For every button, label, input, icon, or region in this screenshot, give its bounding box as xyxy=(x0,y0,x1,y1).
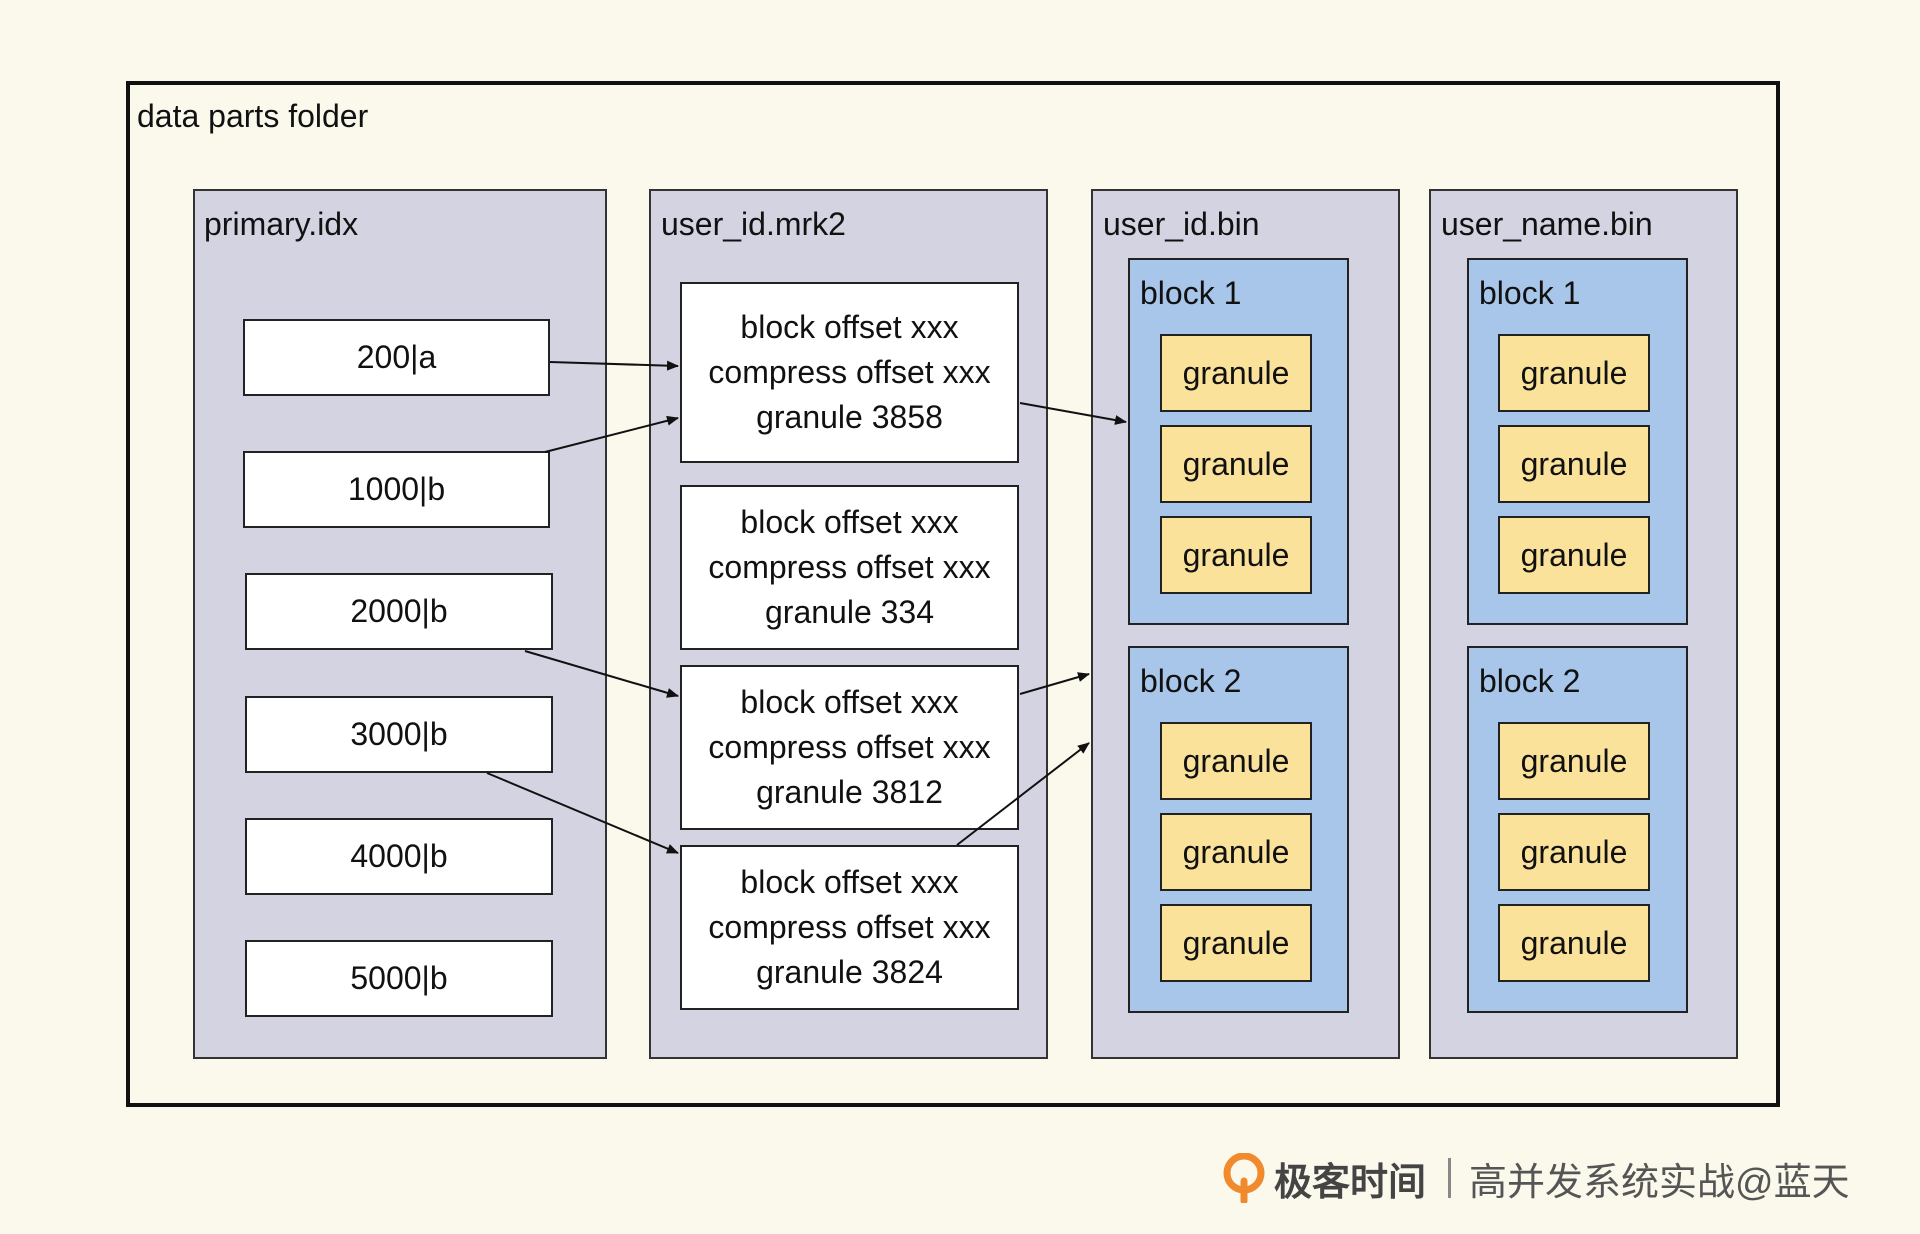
footer-brand: 极客时间 xyxy=(1274,1161,1427,1204)
user-id-mrk2-title: user_id.mrk2 xyxy=(661,206,846,242)
user-name-bin-title: user_name.bin xyxy=(1441,206,1653,242)
mark-compress-offset: compress offset xxx xyxy=(708,909,991,945)
granule: granule xyxy=(1498,722,1650,800)
granule: granule xyxy=(1498,516,1650,594)
granule: granule xyxy=(1160,334,1312,412)
mark-compress-offset: compress offset xxx xyxy=(708,549,991,585)
mark-block-offset: block offset xxx xyxy=(740,309,959,345)
granule: granule xyxy=(1160,516,1312,594)
mark-block-offset: block offset xxx xyxy=(740,864,959,900)
footer-watermark: 极客时间 高并发系统实战@蓝天 xyxy=(1222,1148,1850,1208)
mark-entry: block offset xxx compress offset xxx gra… xyxy=(680,665,1019,830)
primary-entry: 1000|b xyxy=(243,451,550,528)
granule: granule xyxy=(1160,904,1312,982)
block-title: block 1 xyxy=(1479,275,1581,311)
mark-block-offset: block offset xxx xyxy=(740,684,959,720)
user-id-bin-title: user_id.bin xyxy=(1103,206,1260,242)
primary-entry: 4000|b xyxy=(245,818,553,895)
mark-entry: block offset xxx compress offset xxx gra… xyxy=(680,845,1019,1010)
footer-caption: 高并发系统实战@蓝天 xyxy=(1469,1161,1850,1204)
primary-idx-title: primary.idx xyxy=(204,206,359,242)
granule: granule xyxy=(1498,904,1650,982)
block-title: block 1 xyxy=(1140,275,1242,311)
granule: granule xyxy=(1498,425,1650,503)
granule: granule xyxy=(1498,334,1650,412)
granule: granule xyxy=(1498,813,1650,891)
block-title: block 2 xyxy=(1479,663,1581,699)
mark-granule: granule 3812 xyxy=(756,774,943,810)
granule: granule xyxy=(1160,813,1312,891)
mark-block-offset: block offset xxx xyxy=(740,504,959,540)
primary-entry: 3000|b xyxy=(245,696,553,773)
block-title: block 2 xyxy=(1140,663,1242,699)
footer-divider xyxy=(1448,1158,1452,1198)
granule: granule xyxy=(1160,722,1312,800)
data-parts-folder-title: data parts folder xyxy=(137,98,369,134)
mark-entry: block offset xxx compress offset xxx gra… xyxy=(680,485,1019,650)
mark-granule: granule 3858 xyxy=(756,399,943,435)
mark-compress-offset: compress offset xxx xyxy=(708,729,991,765)
geektime-logo-icon xyxy=(1223,1153,1265,1203)
mark-granule: granule 3824 xyxy=(756,954,943,990)
mark-granule: granule 334 xyxy=(764,594,935,630)
primary-entry: 5000|b xyxy=(245,940,553,1017)
mark-entry: block offset xxx compress offset xxx gra… xyxy=(680,282,1019,463)
primary-entry: 200|a xyxy=(243,319,550,396)
mark-compress-offset: compress offset xxx xyxy=(708,354,991,390)
granule: granule xyxy=(1160,425,1312,503)
primary-entry: 2000|b xyxy=(245,573,553,650)
